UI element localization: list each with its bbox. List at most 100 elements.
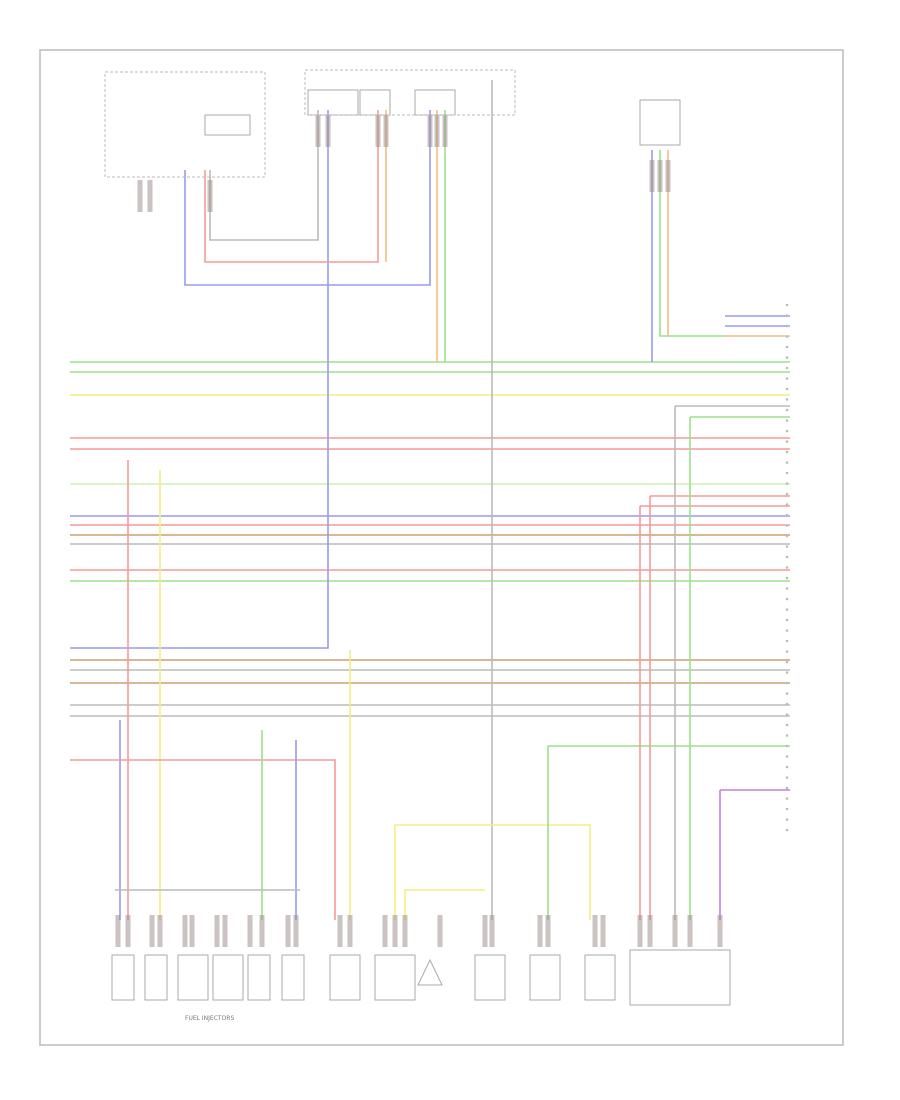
terminal-pin [785, 513, 789, 517]
terminal-pin [785, 366, 789, 370]
terminal-pin [785, 744, 789, 748]
connector-pin [672, 915, 678, 947]
connector-pin [115, 915, 121, 947]
component-box [177, 954, 209, 1001]
connector-pin [247, 915, 253, 947]
diagram-frame [39, 49, 844, 1046]
connector-pin [649, 160, 655, 192]
connector-pin [337, 915, 343, 947]
terminal-pin [785, 692, 789, 695]
connector-pin [600, 915, 606, 947]
terminal-pin [785, 639, 789, 643]
connector-pin [545, 915, 551, 947]
terminal-pin [785, 398, 789, 401]
terminal-pin [785, 492, 789, 496]
terminal-pin [785, 671, 789, 674]
terminal-pin [785, 723, 789, 727]
connector-pin [182, 915, 188, 947]
component-box [374, 954, 416, 1001]
terminal-pin [785, 429, 789, 433]
connector-pin [437, 915, 443, 947]
component-box [281, 954, 305, 1001]
terminal-pin [785, 576, 789, 580]
connector-pin [149, 915, 155, 947]
terminal-pin [785, 534, 789, 538]
connector-pin [442, 115, 448, 147]
terminal-pin [785, 608, 789, 611]
wire [70, 759, 336, 920]
connector-pin [647, 915, 653, 947]
terminal-pin [785, 335, 789, 338]
terminal-pin [785, 555, 789, 559]
terminal-pin [785, 461, 789, 464]
wires [70, 80, 790, 920]
terminal-pin [785, 597, 789, 601]
connector-pin [147, 180, 153, 212]
connector-pin [315, 115, 321, 147]
connector-pin [207, 180, 213, 212]
terminal-pin [785, 345, 789, 349]
connector-pin [434, 115, 440, 147]
connector-pin [717, 915, 723, 947]
terminal-pin [785, 356, 789, 359]
terminal-pin [785, 702, 789, 706]
connector-pin [665, 160, 671, 192]
connector-pin [402, 915, 408, 947]
terminal-pin [785, 786, 789, 790]
component-box [639, 99, 681, 146]
terminal-pin [785, 587, 789, 590]
connector-pin [325, 115, 331, 147]
terminal-pin [785, 324, 789, 328]
connector-pin [482, 915, 488, 947]
component-box [247, 954, 271, 1001]
connector-pin [125, 915, 131, 947]
terminal-pin [785, 419, 789, 422]
terminal-pin [785, 618, 789, 622]
terminal-pin [785, 503, 789, 506]
terminal-pin [785, 314, 789, 317]
component-box [474, 954, 506, 1001]
terminal-pin [785, 776, 789, 779]
connector-pin [382, 915, 388, 947]
component-box [414, 89, 456, 116]
terminal-pin [785, 818, 789, 821]
terminal-pin [785, 807, 789, 811]
connector-pin [592, 915, 598, 947]
wire [659, 150, 725, 337]
connector-pin [427, 115, 433, 147]
component-box [144, 954, 168, 1001]
connector-pin [347, 915, 353, 947]
terminal-pin [785, 755, 789, 758]
connector-pin [259, 915, 265, 947]
terminal-pin [785, 450, 789, 454]
dashed-enclosure [304, 69, 516, 116]
wire [70, 110, 329, 649]
component-box [307, 89, 359, 116]
terminal-pin [785, 734, 789, 737]
terminal-pin [785, 629, 789, 632]
connector-pin [375, 115, 381, 147]
connector-pin [637, 915, 643, 947]
connector-pin [687, 915, 693, 947]
terminal-pin [785, 482, 789, 485]
wire [394, 824, 591, 920]
connector-pin [189, 915, 195, 947]
component-box [212, 954, 244, 1001]
terminal-pin [785, 408, 789, 412]
components [104, 69, 789, 1006]
terminal-pin [785, 387, 789, 391]
connector-pin [137, 180, 143, 212]
connector-pin [222, 915, 228, 947]
connector-pin [657, 160, 663, 192]
component-box [584, 954, 616, 1001]
component-box [111, 954, 135, 1001]
wire [209, 110, 319, 241]
component-box [204, 114, 251, 136]
dashed-enclosure [104, 71, 266, 178]
terminal-pin [785, 681, 789, 685]
connector-pin [157, 915, 163, 947]
terminal-pin [785, 797, 789, 800]
terminal-pin [785, 566, 789, 569]
ground-symbol-icon [417, 958, 443, 986]
